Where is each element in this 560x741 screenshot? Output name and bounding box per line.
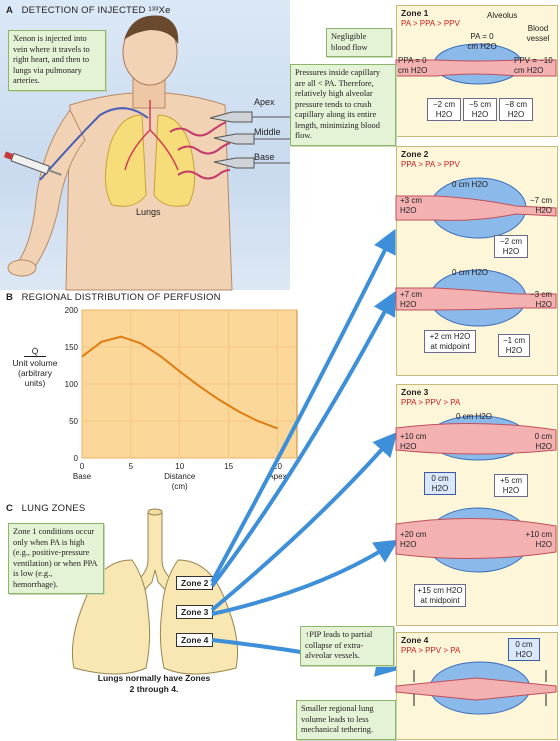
section-b-title: B REGIONAL DISTRIBUTION OF PERFUSION bbox=[6, 292, 221, 303]
xenon-injection-note: Xenon is injected into vein where it tra… bbox=[8, 30, 106, 91]
zone1-pa-unit: cm H2O bbox=[467, 41, 497, 51]
zone-2-tag: Zone 2 bbox=[176, 576, 214, 590]
zone3-bottom-box: +15 cm H2O at midpoint bbox=[414, 584, 466, 607]
chart-x-end-label-base: Base bbox=[73, 472, 92, 481]
zone2-condition: PPA > PA > PPV bbox=[401, 160, 460, 169]
zone3-title: Zone 3 bbox=[401, 387, 429, 397]
zone1-alveolus-label: Alveolus bbox=[487, 11, 518, 20]
section-b-letter: B bbox=[6, 292, 14, 303]
zone2-top-vessel bbox=[395, 177, 557, 239]
zone2-bottom-box-1: +2 cm H2O at midpoint bbox=[424, 330, 476, 353]
zone-3-tag: Zone 3 bbox=[176, 605, 214, 619]
zone1-vessel bbox=[395, 43, 557, 85]
perfusion-ylabel: Q̇ Unit volume (arbitrary units) bbox=[8, 346, 62, 388]
zone4-blue-box: 0 cm H2O bbox=[508, 638, 540, 661]
section-a-letter: A bbox=[6, 5, 14, 16]
lungs-label: Lungs bbox=[136, 207, 161, 217]
zone1-box-3: −8 cm H2O bbox=[499, 98, 533, 121]
zone3-top-box: +5 cm H2O bbox=[494, 474, 528, 497]
zone1-ppv-label: PPV = −10 cm H2O bbox=[514, 56, 553, 75]
ylabel-line-1: Unit volume bbox=[12, 358, 58, 368]
zone4-condition: PPA > PPV > PA bbox=[401, 646, 461, 655]
chart-xtick-label: 15 bbox=[224, 462, 233, 471]
chart-xtick-label: 0 bbox=[80, 462, 85, 471]
chart-ytick-label: 100 bbox=[65, 380, 79, 389]
zone2-top-left: +3 cm H2O bbox=[400, 196, 423, 215]
zone2-bottom-vessel bbox=[395, 269, 557, 327]
zone1-box-2: −5 cm H2O bbox=[463, 98, 497, 121]
ylabel-line-2: (arbitrary bbox=[17, 368, 52, 378]
chart-ytick-label: 50 bbox=[69, 417, 78, 426]
zone2-top-box: −2 cm H2O bbox=[494, 235, 528, 258]
zone1-ppa-label: PPA = 0 cm H2O bbox=[398, 56, 427, 75]
chart-xtick-label: 5 bbox=[129, 462, 134, 471]
zone3-top-vessel bbox=[395, 415, 557, 461]
detector-label-base: Base bbox=[254, 152, 275, 162]
zone-4-tag: Zone 4 bbox=[176, 633, 214, 647]
section-c-title-text: LUNG ZONES bbox=[21, 503, 86, 514]
zone1-condition: PA > PPA > PPV bbox=[401, 19, 460, 28]
detector-label-middle: Middle bbox=[254, 127, 281, 137]
chart-xlabel: (cm) bbox=[172, 482, 188, 491]
zone2-top-right: −7 cm H2O bbox=[529, 196, 552, 215]
zone1-box-1: −2 cm H2O bbox=[427, 98, 461, 121]
zone1-conditions-note: Zone 1 conditions occur only when PA is … bbox=[8, 523, 104, 594]
zone1-ppa-value: PPA = 0 bbox=[398, 56, 427, 65]
zone1-title: Zone 1 bbox=[401, 8, 429, 18]
zone3-bottom-right: +10 cm H2O bbox=[525, 530, 552, 549]
zone1-vessel-label: Blood vessel bbox=[526, 24, 550, 43]
zone3-bottom-vessel bbox=[395, 507, 557, 573]
zone3-top-alv: 0 cm H2O bbox=[456, 412, 493, 421]
zone2-bottom-left: +7 cm H2O bbox=[400, 290, 423, 309]
zone3-condition: PPA > PPV > PA bbox=[401, 398, 461, 407]
chart-xtick-label: 20 bbox=[273, 462, 282, 471]
ylabel-line-3: units) bbox=[24, 378, 46, 388]
zone4-title: Zone 4 bbox=[401, 635, 429, 645]
zone1-ppv-value: PPV = −10 bbox=[514, 56, 553, 65]
detector-label-apex: Apex bbox=[254, 97, 275, 107]
zone1-pressures-note: Pressures inside capillary are all < PA.… bbox=[290, 64, 396, 146]
section-a-title-text: DETECTION OF INJECTED ¹³³Xe bbox=[21, 5, 171, 16]
zone1-pa-value: PA = 0 bbox=[470, 32, 494, 41]
zone3-top-left: +10 cm H2O bbox=[400, 432, 427, 451]
chart-ytick-label: 150 bbox=[65, 343, 79, 352]
zone1-ppv-unit: cm H2O bbox=[514, 65, 544, 75]
zone2-title: Zone 2 bbox=[401, 149, 429, 159]
chart-ytick-label: 200 bbox=[65, 306, 79, 315]
zone3-blue-box: 0 cm H2O bbox=[424, 472, 456, 495]
chart-x-end-label-apex: Apex bbox=[268, 472, 286, 481]
zone1-negligible-flow-note: Negligible blood flow bbox=[326, 28, 392, 57]
zone2-bottom-box-2: −1 cm H2O bbox=[498, 334, 530, 357]
section-c-letter: C bbox=[6, 503, 14, 514]
ylabel-q: Q̇ bbox=[24, 346, 46, 357]
patient-illustration bbox=[3, 15, 290, 291]
zone4-pip-note: ↑PIP leads to partial collapse of extra-… bbox=[300, 626, 394, 666]
zones-caption: Lungs normally have Zones 2 through 4. bbox=[97, 673, 211, 694]
zone4-tether-note: Smaller regional lung volume leads to le… bbox=[296, 700, 396, 740]
zone4-vessel bbox=[395, 661, 557, 715]
zone2-bottom-alv: 0 cm H2O bbox=[452, 268, 489, 277]
chart-xlabel: Distance bbox=[164, 472, 196, 481]
zone1-ppa-unit: cm H2O bbox=[398, 65, 428, 75]
zone3-bottom-left: +20 cm H2O bbox=[400, 530, 427, 549]
chart-ytick-label: 0 bbox=[74, 454, 79, 463]
section-a-title: A DETECTION OF INJECTED ¹³³Xe bbox=[6, 5, 171, 16]
zone3-top-right: 0 cm H2O bbox=[534, 432, 552, 451]
section-b-title-text: REGIONAL DISTRIBUTION OF PERFUSION bbox=[21, 292, 221, 303]
zone1-pa-label: PA = 0 cm H2O bbox=[462, 32, 502, 51]
chart-xtick-label: 10 bbox=[175, 462, 184, 471]
zone2-bottom-right: −3 cm H2O bbox=[529, 290, 552, 309]
zone2-top-alv: 0 cm H2O bbox=[452, 180, 489, 189]
section-c-title: C LUNG ZONES bbox=[6, 503, 85, 514]
